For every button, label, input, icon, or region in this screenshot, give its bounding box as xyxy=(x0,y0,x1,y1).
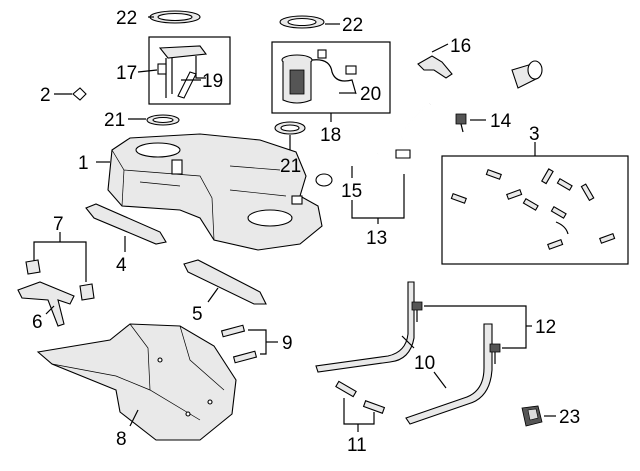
callout-10: 10 xyxy=(414,353,435,374)
callout-15: 15 xyxy=(341,181,362,202)
part-7-pad-right xyxy=(79,283,95,301)
callout-3: 3 xyxy=(529,124,540,145)
filler-pipe xyxy=(395,60,543,159)
callout-18: 18 xyxy=(320,125,341,146)
part-12-bolt-upper xyxy=(411,301,423,322)
callout-7: 7 xyxy=(53,214,64,235)
part-11-clip-right xyxy=(362,400,386,414)
callout-22-right: 22 xyxy=(342,15,363,36)
callout-2: 2 xyxy=(40,85,51,106)
part-16-bracket xyxy=(417,55,453,79)
callout-13: 13 xyxy=(366,228,387,249)
part-15-hose xyxy=(315,151,379,187)
callout-6: 6 xyxy=(32,312,43,333)
callout-20: 20 xyxy=(360,84,381,105)
callout-1: 1 xyxy=(78,153,89,174)
part-1-fuel-tank xyxy=(107,133,323,251)
part-7-pad-left xyxy=(25,259,41,275)
part-23-connector xyxy=(521,405,543,427)
callout-17: 17 xyxy=(116,63,137,84)
part-22-gasket-right xyxy=(279,15,325,29)
part-2-plug xyxy=(72,87,87,101)
part-14-bolt xyxy=(455,113,467,133)
callout-21-left: 21 xyxy=(104,110,125,131)
callout-19: 19 xyxy=(202,71,223,92)
part-10-strap-right xyxy=(405,323,493,425)
part-11-clip-left xyxy=(335,380,357,398)
part-5-bracket xyxy=(183,259,267,305)
bracket-7-lines xyxy=(33,241,87,282)
callout-8: 8 xyxy=(116,429,127,450)
part-10-strap-left xyxy=(315,281,415,373)
callout-9: 9 xyxy=(282,333,293,354)
part-12-bolt-lower xyxy=(489,343,501,364)
callout-12: 12 xyxy=(535,317,556,338)
callout-14: 14 xyxy=(490,111,512,132)
part-8-skid-plate xyxy=(36,323,237,441)
part-9-clip-upper xyxy=(220,324,246,338)
callout-11: 11 xyxy=(347,435,367,456)
part-9-clip-lower xyxy=(232,350,258,364)
part-3-clip-kit-box xyxy=(441,155,629,265)
part-21-seal-right xyxy=(274,121,306,135)
callout-21-right: 21 xyxy=(280,156,301,177)
part-22-gasket-left xyxy=(149,10,201,24)
callout-16: 16 xyxy=(450,36,471,57)
part-6-heat-shield xyxy=(17,281,75,327)
part-18-pump-box xyxy=(271,41,391,114)
callout-22-left: 22 xyxy=(116,8,137,29)
part-21-seal-left xyxy=(146,114,180,126)
callout-5: 5 xyxy=(192,304,203,325)
part-17-sender-box xyxy=(148,36,231,105)
part-4-shield xyxy=(85,203,167,245)
callout-4: 4 xyxy=(116,255,127,276)
callout-23: 23 xyxy=(559,407,580,428)
